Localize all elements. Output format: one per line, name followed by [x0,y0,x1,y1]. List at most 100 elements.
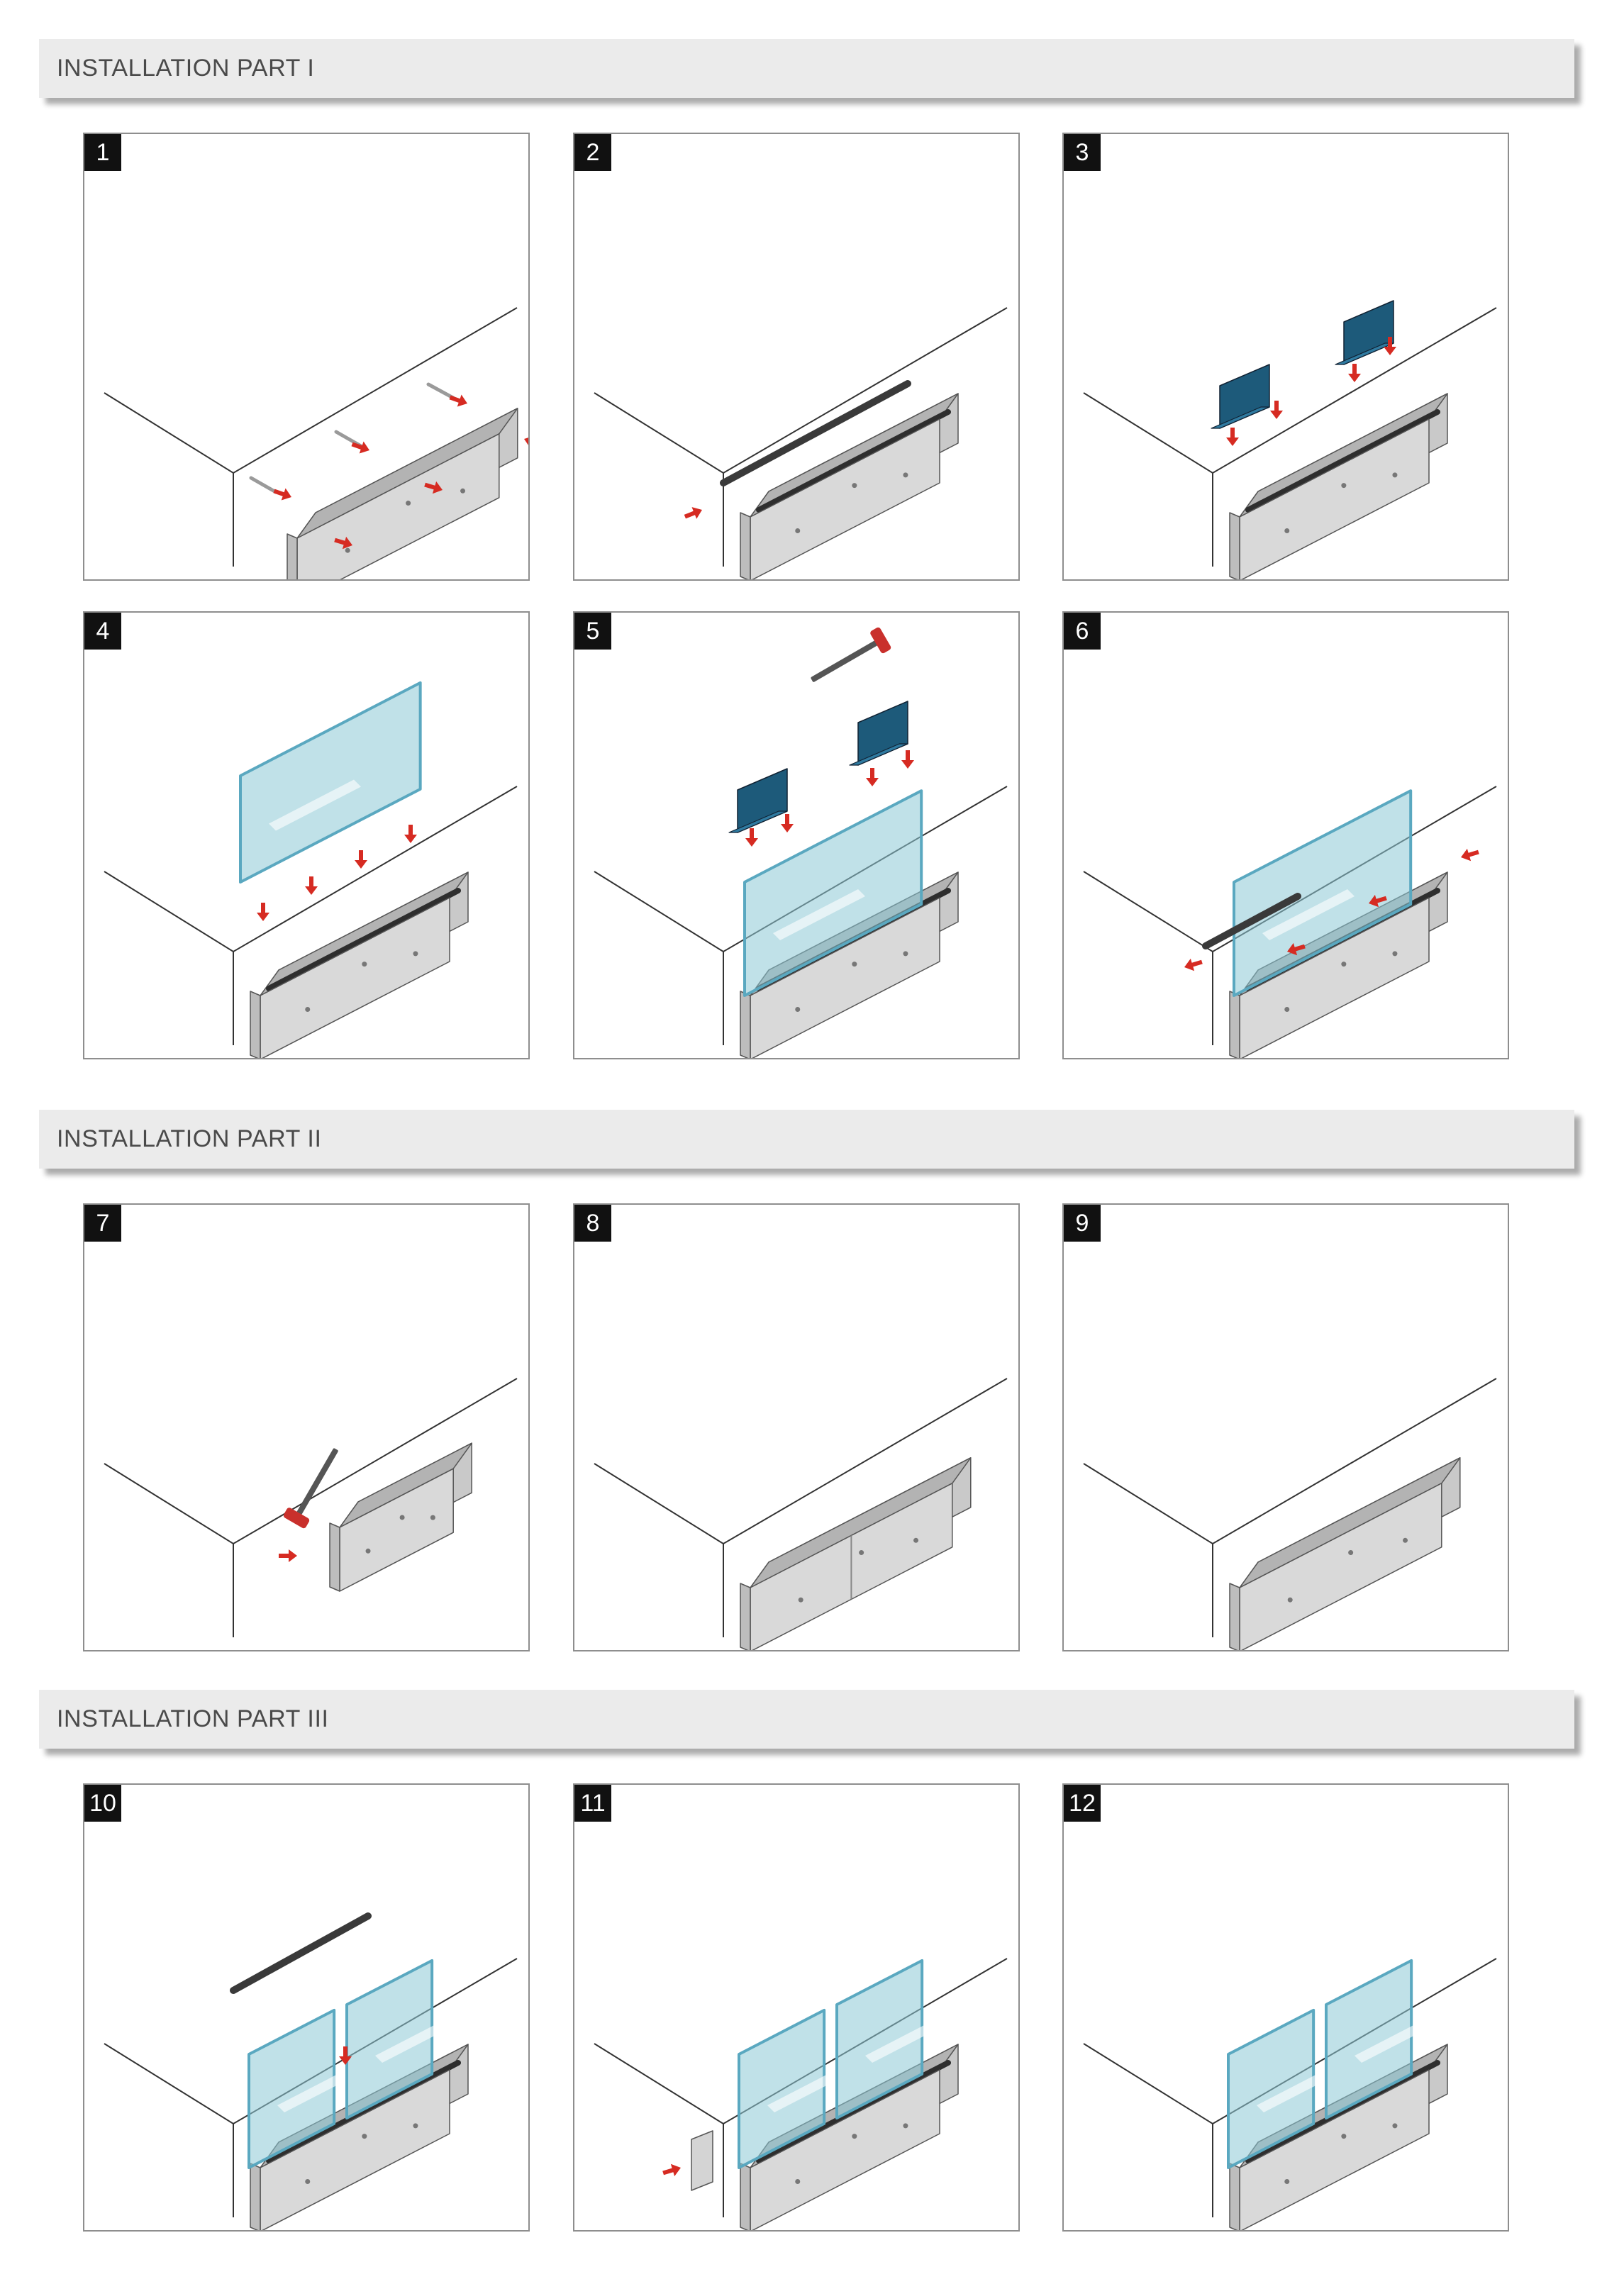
illustration-layer [104,1912,518,2230]
step-number-badge: 11 [574,1785,611,1822]
wedge-clip [1219,364,1270,429]
glass-reflection [865,2012,957,2063]
profile-end-face [1229,512,1240,579]
red-arrow-icon [257,903,269,921]
bolt-hole [1403,1537,1408,1543]
red-arrow-icon [684,507,702,519]
gasket-strip [756,409,951,513]
section-title: INSTALLATION PART I [57,55,315,82]
step-illustration [594,1378,1008,1650]
glass-panel-right [1325,1959,1413,2119]
bolt-hole [399,1515,405,1520]
red-arrow-icon [1369,894,1387,908]
bolt-hole [1341,962,1347,967]
gasket-strip [266,2060,461,2163]
anchor-bolt-icon [249,476,278,494]
glass-reflection [269,779,361,831]
step-panel: 11 [573,1783,1020,2232]
hammer-icon [811,627,891,682]
step-number-badge: 4 [84,613,121,650]
step-panel: 4 [83,611,530,1059]
bolt-hole [852,483,857,489]
illustration-layer [104,681,518,1058]
wedge-clip-base [1211,406,1270,429]
hammer-icon [283,1448,338,1529]
illustration-layer [1083,786,1497,1058]
step-illustration [1083,1378,1497,1650]
step-illustration [104,307,528,579]
gasket-rod [1202,893,1301,949]
glass-reflection [1355,2012,1447,2063]
glass-panel-left [1227,2008,1316,2169]
profile-end-face [740,512,751,579]
step-illustration [104,1378,518,1637]
red-arrow-icon [1184,958,1203,971]
bolt-hole [413,2123,418,2129]
profile-end-face [1229,1583,1240,1650]
red-arrow-icon [424,481,443,494]
gasket-strip [266,888,461,991]
step-panel: 12 [1062,1783,1509,2232]
profile-end-face [250,2163,261,2230]
bolt-hole [795,2179,801,2184]
step-illustration [594,1958,1008,2230]
red-arrow-icon [524,438,528,445]
red-arrow-icon [449,394,467,407]
bolt-hole [795,1007,801,1012]
red-arrow-icon [279,1549,297,1562]
bolt-hole [913,1537,919,1543]
red-arrow-icon [351,441,369,454]
step-panel: 9 [1062,1203,1509,1651]
profile-end-face [329,1522,340,1592]
glass-reflection [375,2012,467,2063]
step-panel: 3 [1062,133,1509,581]
wedge-clip-base [728,810,788,833]
step-number-badge: 8 [574,1205,611,1242]
red-arrow-icon [355,850,367,869]
step-panel: 7 [83,1203,530,1651]
bolt-hole [852,2134,857,2139]
glass-panel [743,789,923,997]
section-title: INSTALLATION PART II [57,1125,322,1152]
illustration-layer [1083,300,1497,579]
red-arrow-icon [781,814,794,832]
gasket-strip [1245,409,1440,513]
wedge-clip [1343,300,1394,365]
step-panel: 5 [573,611,1020,1059]
bolt-hole [365,1548,371,1554]
bolt-hole [305,2179,311,2184]
red-arrow-icon [901,750,914,769]
step-number-badge: 9 [1064,1205,1101,1242]
step-number-badge: 2 [574,134,611,171]
step-number-badge: 6 [1064,613,1101,650]
illustration-layer [594,627,1008,1058]
profile-end-face [740,2163,751,2230]
step-number-badge: 3 [1064,134,1101,171]
bolt-hole [305,1007,311,1012]
bolt-hole [852,962,857,967]
step-panel: 1 [83,133,530,581]
red-arrow-icon [339,2046,352,2065]
profile-end-face [740,991,751,1058]
red-arrow-icon [404,825,417,843]
red-arrow-icon [305,876,318,895]
profile-end-face [740,1583,751,1650]
step-number-badge: 10 [84,1785,121,1822]
red-arrow-icon [1461,848,1479,862]
step-number-badge: 1 [84,134,121,171]
profile-end-face [287,533,298,579]
bolt-hole [1392,2123,1398,2129]
illustration-layer [1083,1958,1497,2230]
step-number-badge: 5 [574,613,611,650]
bolt-hole [798,1597,803,1603]
anchor-bolt-icon [426,382,455,400]
step-illustration [594,307,1008,579]
step-illustration [1083,1958,1497,2230]
hammer-head [283,1508,310,1529]
glass-panel [239,681,422,884]
bolt-hole [413,951,418,957]
illustration-layer [104,307,528,579]
bolt-hole [1341,2134,1347,2139]
illustration-layer [104,1378,518,1637]
end-cap [691,2130,713,2191]
